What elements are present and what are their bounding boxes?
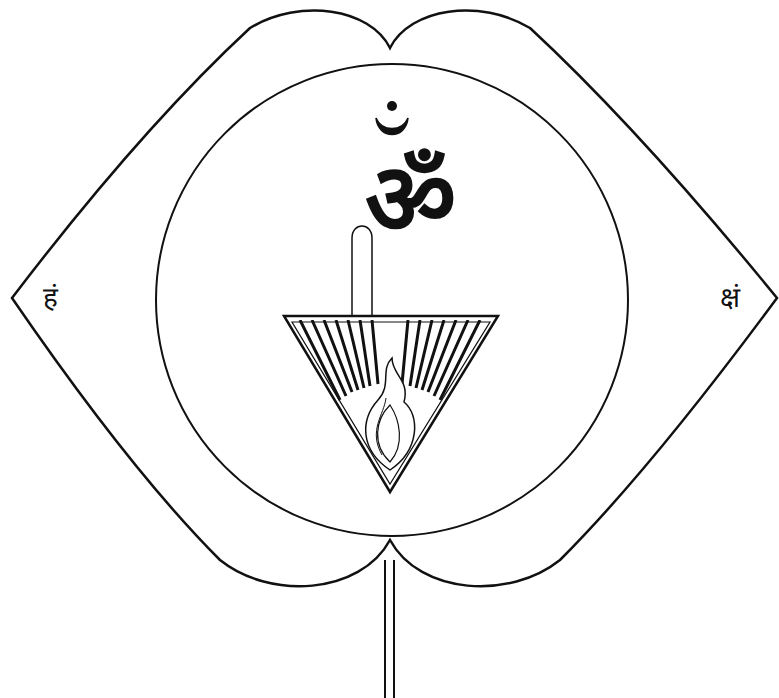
om-symbol: ॐ — [365, 150, 456, 250]
stem-line — [384, 560, 386, 698]
nada-crescent — [376, 118, 408, 135]
flame-line — [376, 398, 386, 455]
bindu-dot — [387, 101, 397, 111]
yoni-triangle — [284, 316, 498, 492]
yoni-triangle-inner — [292, 322, 490, 484]
flame-shape — [366, 358, 415, 470]
bija-letter: क्षं — [720, 284, 740, 312]
pericarp-circle — [156, 64, 628, 536]
lotus-petals — [12, 11, 777, 587]
bija-letter: हं — [43, 284, 58, 312]
stem-line — [393, 560, 395, 698]
